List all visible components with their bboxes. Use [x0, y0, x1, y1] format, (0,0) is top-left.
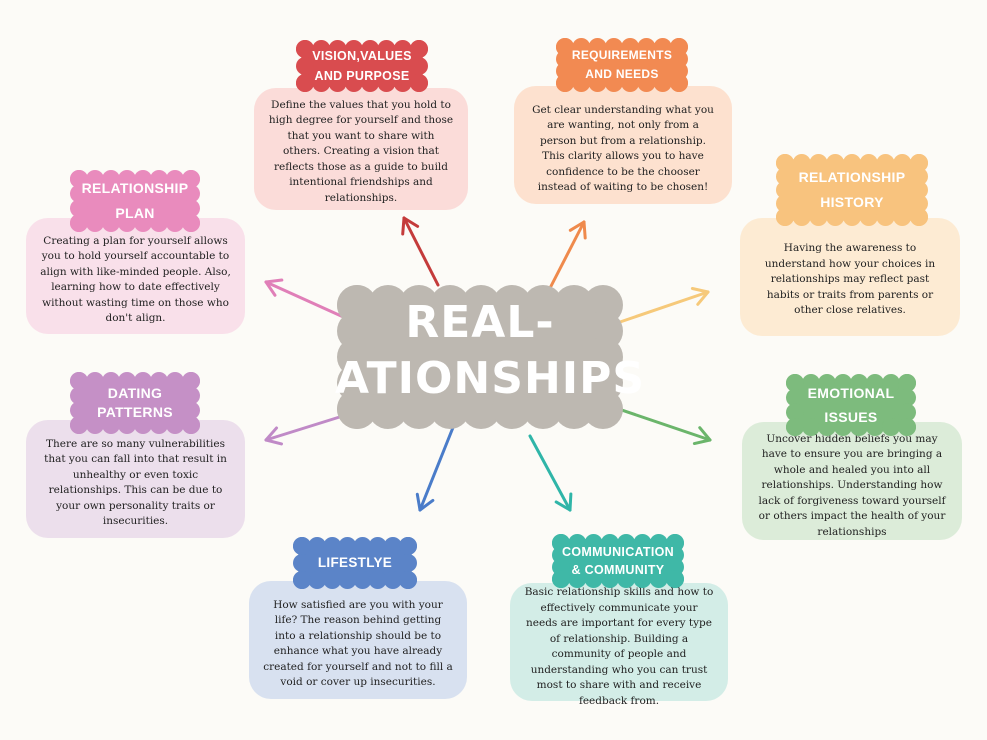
emotional-issues-title-line2: ISSUES [824, 409, 878, 425]
relationship-plan-title-line1: RELATIONSHIP [81, 180, 189, 196]
dating-patterns-text: There are so many vulnerabilities that y… [44, 437, 227, 528]
relationship-plan-title-line2: PLAN [115, 205, 155, 221]
requirements-box: Get clear understanding what you are wan… [514, 86, 732, 204]
requirements-tag: REQUIREMENTS AND NEEDS [556, 38, 688, 92]
lifestyle-text: How satisfied are you with your life? Th… [263, 598, 453, 689]
arrow-to-vision [401, 216, 440, 287]
dating-patterns-tag: DATING PATTERNS [70, 372, 200, 434]
emotional-issues-box: Uncover hidden beliefs you may have to e… [742, 422, 962, 540]
relationship-history-title-line2: HISTORY [820, 194, 884, 210]
center-cloud [337, 285, 623, 429]
vision-values-tag: VISION,VALUES AND PURPOSE [296, 40, 428, 92]
emotional-issues-tag: EMOTIONAL ISSUES [786, 374, 916, 436]
dating-patterns-title-line1: DATING [107, 385, 163, 401]
emotional-issues-text: Uncover hidden beliefs you may have to e… [758, 432, 946, 538]
lifestyle-box: How satisfied are you with your life? Th… [249, 581, 467, 699]
lifestyle-tag: LIFESTLYE [293, 537, 417, 589]
requirements-text: Get clear understanding what you are wan… [532, 103, 714, 194]
relationship-history-title-line1: RELATIONSHIP [798, 169, 906, 185]
dating-patterns-box: There are so many vulnerabilities that y… [26, 420, 245, 538]
emotional-issues-title-line1: EMOTIONAL [807, 385, 895, 401]
communication-tag: COMMUNICATION & COMMUNITY [552, 534, 684, 588]
arrow-to-history [618, 286, 710, 324]
relationship-plan-tag: RELATIONSHIP PLAN [70, 170, 200, 232]
vision-values-text: Define the values that you hold to high … [268, 98, 454, 204]
relationship-history-text: Having the awareness to understand how y… [764, 242, 936, 317]
arrow-to-lifestyle [415, 418, 458, 512]
arrow-to-plan [264, 278, 352, 322]
center-title-line2: ATIONSHIPS [335, 353, 646, 404]
dating-patterns-title-line2: PATTERNS [97, 404, 173, 420]
vision-values-title-line2: AND PURPOSE [314, 69, 410, 83]
communication-title-line1: COMMUNICATION [562, 545, 674, 559]
communication-text: Basic relationship skills and how to eff… [524, 586, 714, 707]
requirements-title-line2: AND NEEDS [585, 67, 659, 81]
relationship-plan-box: Creating a plan for yourself allows you … [26, 218, 245, 334]
center-title-line1: REAL- [405, 297, 555, 348]
center-title: REAL- ATIONSHIPS [335, 295, 646, 407]
arrow-to-communication [528, 434, 573, 512]
lifestyle-title-line1: LIFESTLYE [317, 555, 393, 570]
communication-box: Basic relationship skills and how to eff… [510, 583, 728, 707]
relationship-plan-text: Creating a plan for yourself allows you … [40, 234, 231, 325]
relationship-history-box: Having the awareness to understand how y… [740, 218, 960, 336]
relationship-history-tag: RELATIONSHIP HISTORY [776, 154, 928, 226]
communication-title-line2: & COMMUNITY [571, 563, 665, 577]
requirements-title-line1: REQUIREMENTS [571, 48, 673, 62]
vision-values-title-line1: VISION,VALUES [312, 49, 412, 63]
arrow-to-requirements [546, 220, 587, 294]
vision-values-box: Define the values that you hold to high … [254, 88, 468, 210]
